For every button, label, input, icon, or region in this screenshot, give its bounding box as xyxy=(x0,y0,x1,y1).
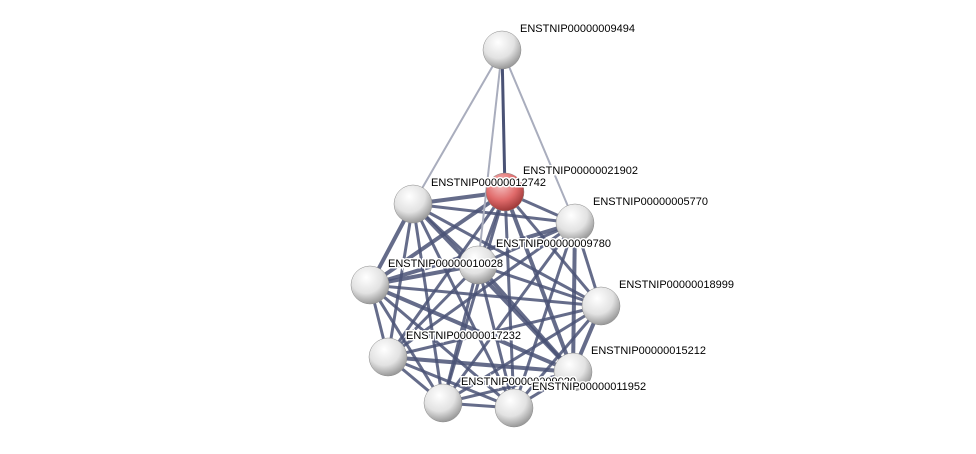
edge xyxy=(512,222,577,409)
node-label: ENSTNIP00000005770 xyxy=(593,196,708,208)
edge xyxy=(442,304,602,405)
protein-node[interactable] xyxy=(368,337,408,377)
node-label: ENSTNIP00000009020 xyxy=(461,376,576,388)
edge xyxy=(411,203,516,409)
edge xyxy=(411,203,445,404)
edge xyxy=(369,283,602,308)
protein-node[interactable] xyxy=(555,203,595,243)
edge xyxy=(412,202,602,308)
protein-node[interactable] xyxy=(553,352,593,392)
edge xyxy=(503,191,603,307)
edge xyxy=(512,305,603,409)
node-label: ENSTNIP00000015212 xyxy=(591,345,706,357)
edge xyxy=(442,370,574,405)
node-label: ENSTNIP00000009780 xyxy=(496,238,611,250)
edge xyxy=(369,283,574,374)
edge xyxy=(368,190,507,287)
protein-node[interactable] xyxy=(485,172,525,212)
edge xyxy=(441,222,577,404)
node-label: ENSTNIP00000018999 xyxy=(619,279,734,291)
edge xyxy=(387,355,574,374)
node-label: ENSTNIP00000009494 xyxy=(520,23,635,35)
edge xyxy=(501,49,576,224)
edge xyxy=(412,49,503,205)
node-label: ENSTNIP00000012742 xyxy=(431,177,546,189)
node-label: ENSTNIP00000021902 xyxy=(523,165,638,177)
edge xyxy=(412,202,576,225)
edge xyxy=(387,221,576,359)
protein-node[interactable] xyxy=(494,388,534,428)
node-label: ENSTNIP00000010028 xyxy=(388,258,503,270)
edge xyxy=(387,355,515,410)
protein-node[interactable] xyxy=(458,245,498,285)
edge xyxy=(441,264,480,404)
protein-node[interactable] xyxy=(581,286,621,326)
edge xyxy=(387,304,602,359)
node-label: ENSTNIP00000011952 xyxy=(532,381,646,393)
edge xyxy=(368,284,445,404)
protein-node[interactable] xyxy=(393,184,433,224)
protein-node[interactable] xyxy=(423,383,463,423)
edge xyxy=(477,49,503,266)
edge xyxy=(476,264,516,409)
node-label: ENSTNIP00000017232 xyxy=(406,330,521,342)
edge xyxy=(500,49,507,193)
edge xyxy=(369,283,515,410)
edge xyxy=(503,191,575,373)
edge xyxy=(477,263,602,308)
protein-node[interactable] xyxy=(350,265,390,305)
protein-node[interactable] xyxy=(482,30,522,70)
edge xyxy=(476,263,575,374)
